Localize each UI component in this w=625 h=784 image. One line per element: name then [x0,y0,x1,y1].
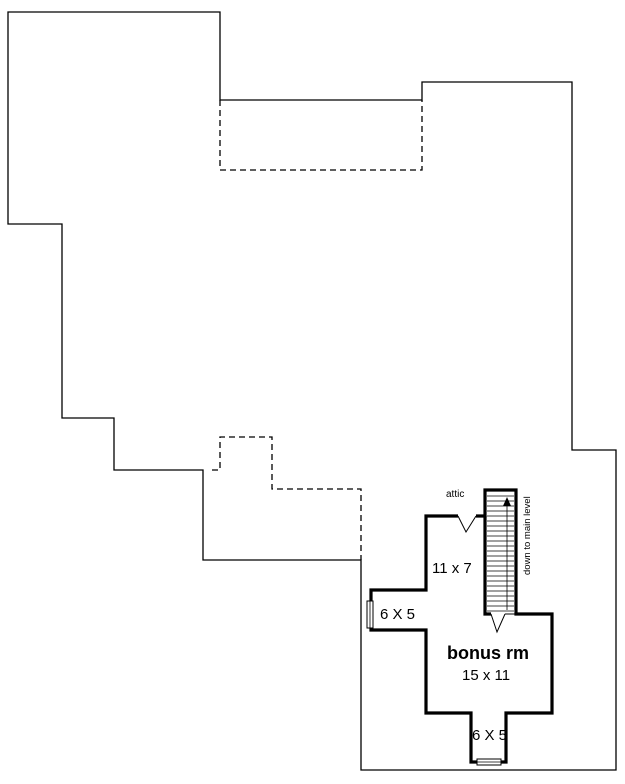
attic-door [457,515,477,534]
stair-arrow-head [503,497,511,506]
stair-wall [483,516,491,616]
room-left-label: 6 X 5 [380,606,415,623]
attic-label: attic [446,489,464,500]
room-bottom-label: 6 X 5 [472,727,507,744]
bonus-room-name: bonus rm [447,643,529,663]
dashed-dormer-top [219,100,423,171]
stair-door [490,613,516,634]
stair-treads [487,495,514,612]
dashed-dormer-bottom [212,436,362,560]
room-small-top-label: 11 x 7 [432,560,472,577]
stair-label: down to main level [522,496,533,575]
bonus-room-size: 15 x 11 [462,667,510,684]
